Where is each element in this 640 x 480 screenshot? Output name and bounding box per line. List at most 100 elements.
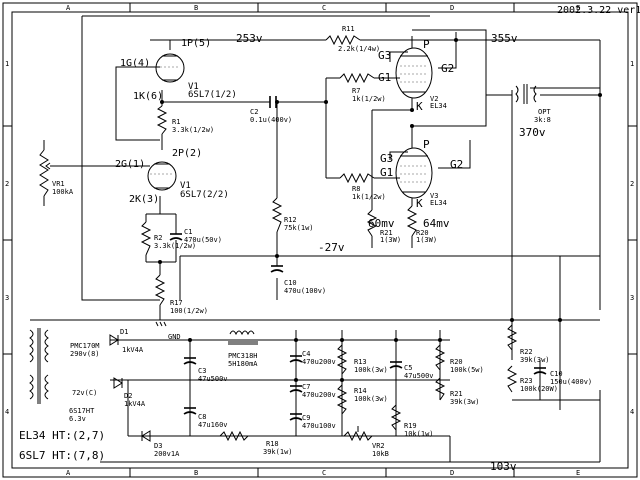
resistor-r12: R12 75k(1w) [271, 197, 314, 233]
c4-ref: C4 [302, 350, 310, 358]
r13-ref: R13 [354, 358, 367, 366]
resistor-r13: R13 100k(3w) [336, 344, 388, 375]
d3-ref: D3 [154, 442, 162, 450]
tube-v2: G3 G1 P G2 K V2 EL34 [378, 38, 454, 113]
r17-value: 100(1/2w) [170, 307, 208, 315]
voltage-60mv: 60mv [368, 217, 395, 230]
r22-value: 39k(3w) [520, 356, 550, 364]
resistor-r17: R17 100(1/2w) [154, 274, 208, 315]
capacitor-c5: C5 47u500v [389, 361, 434, 380]
col-label: A [66, 469, 71, 477]
pt2-label: 72v(C) [72, 389, 97, 397]
resistor-r14: R14 100k(3w) [336, 384, 388, 415]
v3-g2-label: G2 [450, 158, 463, 171]
voltage-355v: 355v [491, 32, 518, 45]
v1a-plate-label: 1P(5) [181, 38, 211, 49]
note-el34-heater: EL34 HT:(2,7) [19, 429, 105, 442]
v1b-type: 6SL7(2/2) [180, 190, 229, 200]
v3-cathode-label: K [416, 197, 423, 210]
c10b-value: 150u(400v) [550, 378, 592, 386]
tube-v3: G3 G1 P G2 K V3 EL34 [380, 138, 463, 210]
output-transformer: OPT 3k:8 [515, 84, 551, 124]
r11-ref: R11 [342, 25, 355, 33]
choke-rating: 5H180mA [228, 360, 258, 368]
v3-ref: V3 [430, 192, 438, 200]
col-label: E [576, 469, 580, 477]
frame-column-labels: A B C D E A B C D E [66, 4, 580, 477]
capacitor-c8: C8 47u160v [183, 407, 228, 429]
c5-value: 47u500v [404, 372, 434, 380]
v1a-grid-label: 1G(4) [120, 58, 150, 69]
r21b-ref: R21 [450, 390, 463, 398]
resistor-r7: R7 1k(1/2w) [339, 72, 386, 103]
pt1-voltage: 290v(8) [70, 350, 100, 358]
d3-value: 200v1A [154, 450, 180, 458]
d2-value: 1kV4A [124, 400, 146, 408]
power-transformer: PMC170M 290v(8) 72v(C) 6S17HT 6.3v [29, 328, 100, 423]
c7-value: 470u200v [302, 391, 336, 399]
capacitor-c4: C4 470u200v [289, 350, 336, 366]
r23-value: 100k(20W) [520, 385, 558, 393]
pt3-voltage: 6.3v [69, 415, 86, 423]
opt-ref: OPT [538, 108, 551, 116]
v3-g1-label: G1 [380, 166, 393, 179]
r20b-value: 100k(5w) [450, 366, 484, 374]
r22-ref: R22 [520, 348, 533, 356]
col-label: B [194, 4, 198, 12]
pt3-label: 6S17HT [69, 407, 95, 415]
r1-value: 3.3k(1/2w) [172, 126, 214, 134]
c8-value: 47u160v [198, 421, 228, 429]
r12-ref: R12 [284, 216, 297, 224]
r12-value: 75k(1w) [284, 224, 314, 232]
v3-plate-label: P [423, 138, 430, 151]
c9-value: 470u100v [302, 422, 336, 430]
resistor-r21b: R21 39k(3w) [434, 377, 480, 406]
row-label: 2 [5, 180, 9, 188]
col-label: C [322, 469, 326, 477]
v1b-grid-label: 2G(1) [115, 159, 145, 170]
v2-g3-label: G3 [378, 49, 391, 62]
v2-plate-label: P [423, 38, 430, 51]
version-label: 2002.3.22 ver1.0 [557, 5, 640, 16]
col-label: C [322, 4, 326, 12]
row-label: 3 [630, 294, 634, 302]
pot-vr2: VR2 10kB [343, 426, 389, 458]
resistor-r18: R18 39k(1w) [219, 430, 293, 456]
diode-d1: D1 1kV4A [109, 328, 144, 354]
r7-value: 1k(1/2w) [352, 95, 386, 103]
capacitor-c7: C7 470u200v [289, 383, 336, 399]
r2-ref: R2 [154, 234, 162, 242]
v3-g3-label: G3 [380, 152, 393, 165]
resistor-r20b: R20 100k(5w) [434, 344, 484, 374]
resistor-r11: R11 2.2k(1/4w) [325, 25, 380, 53]
resistor-r21: R21 1(3W) [366, 209, 401, 244]
resistor-r19: R19 10k(1w) [390, 404, 434, 438]
row-label: 3 [5, 294, 9, 302]
c2-ref: C2 [250, 108, 258, 116]
capacitor-c3: C3 47u500v [183, 357, 228, 383]
diode-d2: D2 1kV4A [113, 377, 146, 408]
choke: PMC318H 5H180mA [228, 330, 258, 368]
r19-ref: R19 [404, 422, 417, 430]
tube-v1a: 1P(5) 1G(4) 1K(6) V1 6SL7(1/2) [120, 38, 237, 102]
col-label: E [576, 4, 580, 12]
vr2-ref: VR2 [372, 442, 385, 450]
v2-cathode-label: K [416, 100, 423, 113]
r20-ref: R20 [416, 229, 429, 237]
frame-row-labels: 1 2 3 4 1 2 3 4 [5, 60, 634, 416]
c7-ref: C7 [302, 383, 310, 391]
ground-symbol: GND [154, 319, 181, 341]
row-label: 4 [5, 408, 9, 416]
tube-v1b: 2P(2) 2G(1) 2K(3) V1 6SL7(2/2) [115, 148, 229, 205]
pot-vr1: VR1 100kA [39, 149, 74, 197]
r20b-ref: R20 [450, 358, 463, 366]
capacitor-c2: C2 0.1u(400v) [250, 96, 292, 124]
v2-type: EL34 [430, 102, 447, 110]
c3-value: 47u500v [198, 375, 228, 383]
r1-ref: R1 [172, 118, 180, 126]
row-label: 1 [5, 60, 9, 68]
vr1-value: 100kA [52, 188, 74, 196]
note-6sl7-heater: 6SL7 HT:(7,8) [19, 449, 105, 462]
c10b-ref: C10 [550, 370, 563, 378]
c1-value: 470u(50v) [184, 236, 222, 244]
